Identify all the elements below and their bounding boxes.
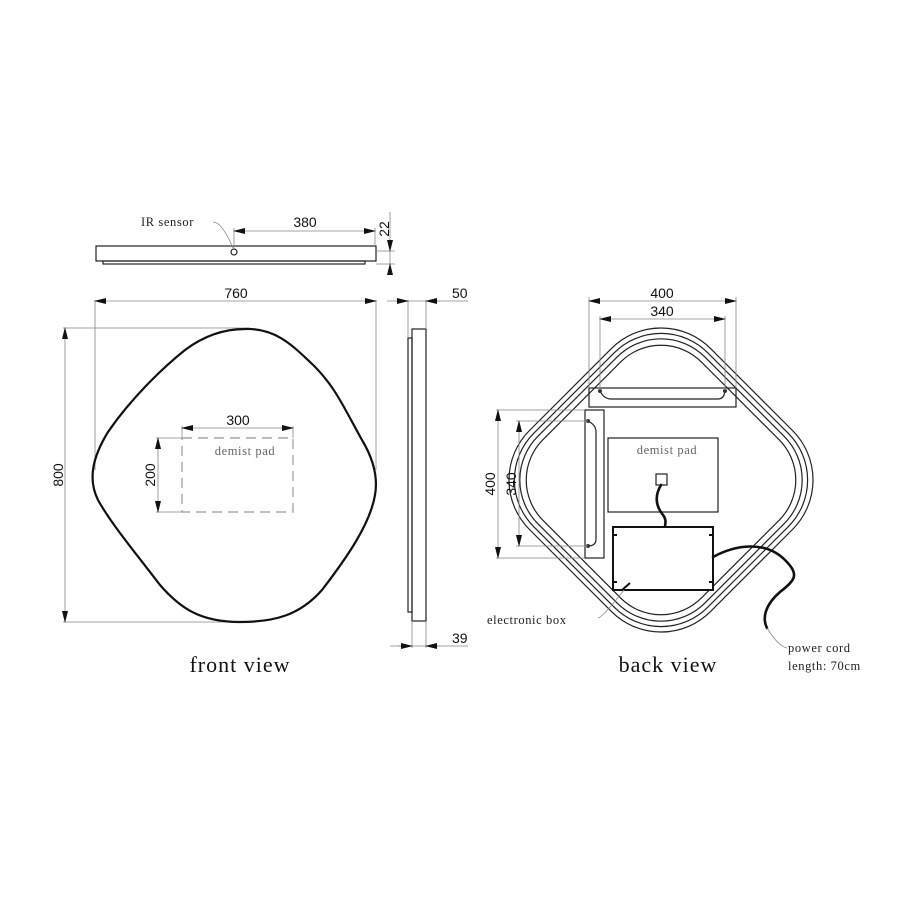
- side-view: 50 39: [387, 285, 468, 649]
- back-view: 400 340 400 340 demist pad electronic bo…: [482, 285, 861, 677]
- sensor-leader: [212, 221, 234, 249]
- electronic-box: [612, 526, 714, 591]
- dim-total-depth: 50: [452, 285, 468, 301]
- side-glass-edge: [407, 337, 413, 613]
- front-view: 760 800 demist pad 300 200 front view: [50, 285, 378, 677]
- electronic-box-label: electronic box: [487, 613, 567, 627]
- dim-pad-width: 300: [226, 412, 250, 428]
- frame-top-edge: [102, 260, 366, 265]
- horizontal-bracket: [588, 387, 737, 408]
- dim-bracket-outer-v: 400: [482, 472, 498, 496]
- side-mirror-body: [411, 328, 427, 622]
- back-demist-pad-label: demist pad: [637, 443, 698, 457]
- demist-pad-outline: [181, 437, 294, 513]
- dim-sensor-offset: 380: [293, 214, 317, 230]
- power-cord-length: length: 70cm: [788, 659, 861, 673]
- dim-bracket-outer-h: 400: [650, 285, 674, 301]
- dim-height: 800: [50, 463, 66, 487]
- top-view: IR sensor 380 22: [95, 212, 395, 275]
- led-ring-inner: [525, 344, 797, 616]
- vertical-bracket: [584, 409, 605, 559]
- ir-sensor-label: IR sensor: [141, 215, 194, 229]
- electronic-box-leader: [597, 589, 625, 619]
- back-view-title: back view: [619, 652, 718, 677]
- demist-connector-icon: [655, 473, 668, 486]
- dim-pad-height: 200: [142, 463, 158, 487]
- dim-depth: 22: [376, 221, 392, 237]
- dim-bracket-inner-h: 340: [650, 303, 674, 319]
- power-cord: [711, 545, 796, 630]
- dim-frame-depth: 39: [452, 630, 468, 646]
- dim-width: 760: [224, 285, 248, 301]
- led-ring-outer: [508, 327, 814, 633]
- front-demist-pad-label: demist pad: [215, 444, 276, 458]
- power-cord-label: power cord: [788, 641, 851, 655]
- front-view-title: front view: [189, 652, 290, 677]
- back-demist-pad: [607, 437, 719, 513]
- dim-bracket-inner-v: 340: [503, 472, 519, 496]
- power-cord-leader: [766, 627, 788, 649]
- demist-cable: [655, 483, 667, 529]
- mirror-outline: [91, 327, 378, 624]
